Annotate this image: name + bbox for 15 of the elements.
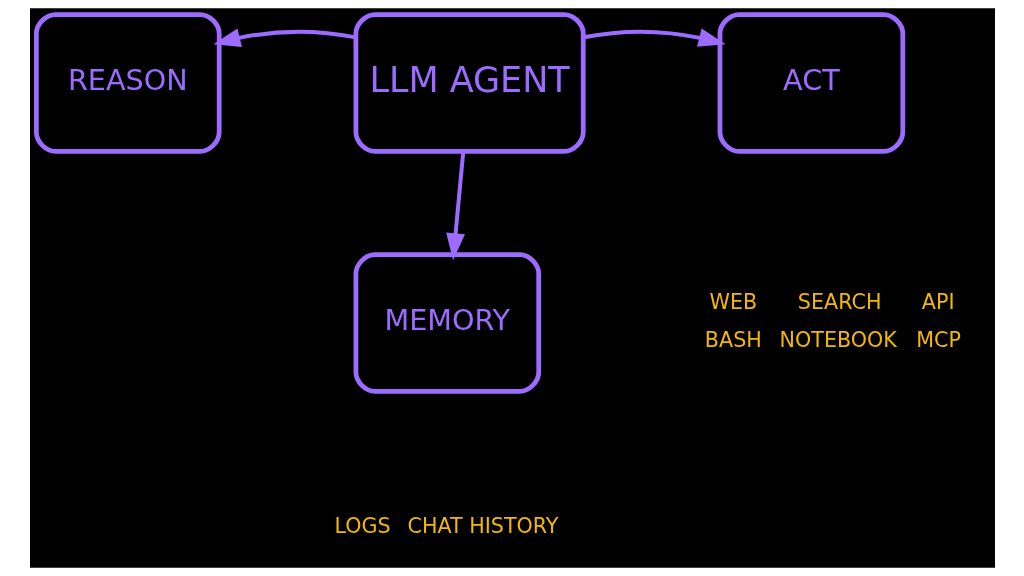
node-label: NOTEBOOK [779,328,897,353]
node-label: CHAT HISTORY [407,514,559,539]
node-label: API [921,290,955,315]
node-label: LOGS [333,514,391,539]
node-label: SEARCH [797,290,881,315]
node-label: BASH [704,328,762,353]
arrow [445,151,465,261]
node-label: MCP [915,328,961,353]
node-label: WEB [709,290,757,315]
arrow [212,28,356,47]
node-box: MEMORY [353,252,541,394]
node-box: REASON [33,12,222,154]
node-box: LLM AGENT [353,12,586,154]
arrow [582,28,726,47]
node-box: ACT [717,12,905,154]
